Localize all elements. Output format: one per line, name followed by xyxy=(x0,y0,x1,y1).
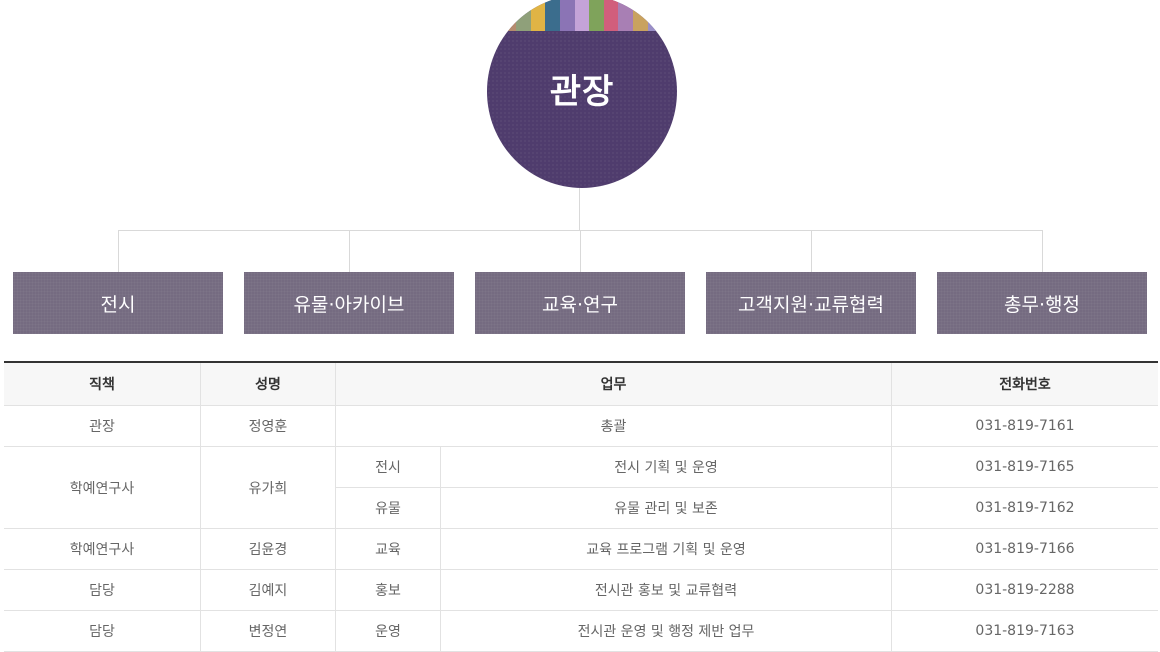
cell-area: 운영 xyxy=(335,610,441,652)
stripe-segment xyxy=(487,0,502,31)
header-tel: 전화번호 xyxy=(891,362,1158,406)
table-row: 관장 정영훈 총괄 031-819-7161 xyxy=(4,405,1158,447)
cell-role: 담당 xyxy=(4,569,201,611)
cell-area: 홍보 xyxy=(335,569,441,611)
header-role: 직책 xyxy=(4,362,201,406)
cell-duty: 전시관 홍보 및 교류협력 xyxy=(440,569,892,611)
dept-customer-exchange: 고객지원·교류협력 xyxy=(706,272,916,334)
header-duty: 업무 xyxy=(335,362,892,406)
cell-name: 김예지 xyxy=(200,569,336,611)
cell-duty: 전시 기획 및 운영 xyxy=(440,446,892,488)
cell-area: 유물 xyxy=(335,487,441,529)
cell-name: 김윤경 xyxy=(200,528,336,570)
stripe-segment xyxy=(618,0,634,31)
cell-duty: 총괄 xyxy=(335,405,892,447)
cell-tel: 031-819-7162 xyxy=(891,487,1158,529)
dept-education-research: 교육·연구 xyxy=(475,272,685,334)
stripe-segment xyxy=(662,0,677,31)
org-chart: 관장 전시 유물·아카이브 교육·연구 고객지원·교류협력 총무·행정 xyxy=(13,0,1147,334)
cell-tel: 031-819-7163 xyxy=(891,610,1158,652)
table-row: 담당 김예지 홍보 전시관 홍보 및 교류협력 031-819-2288 xyxy=(4,569,1158,611)
cell-name: 정영훈 xyxy=(200,405,336,447)
connector-dept-5 xyxy=(1042,230,1043,272)
dept-artifacts-archive: 유물·아카이브 xyxy=(244,272,454,334)
staff-table: 직책 성명 업무 전화번호 관장 정영훈 총괄 031-819-7161 학예연… xyxy=(4,361,1158,652)
stripe-segment xyxy=(501,0,517,31)
dept-exhibition: 전시 xyxy=(13,272,223,334)
cell-duty: 유물 관리 및 보존 xyxy=(440,487,892,529)
director-node: 관장 xyxy=(487,0,677,188)
cell-name: 유가희 xyxy=(200,446,336,529)
header-name: 성명 xyxy=(200,362,336,406)
director-label: 관장 xyxy=(549,72,615,112)
table-header-row: 직책 성명 업무 전화번호 xyxy=(4,362,1158,406)
cell-tel: 031-819-7165 xyxy=(891,446,1158,488)
stripe-segment xyxy=(560,0,575,31)
director-stripes xyxy=(487,0,677,31)
dept-general-affairs: 총무·행정 xyxy=(937,272,1147,334)
cell-role: 학예연구사 xyxy=(4,446,201,529)
cell-name: 변정연 xyxy=(200,610,336,652)
connector-dept-4 xyxy=(811,230,812,272)
cell-tel: 031-819-7161 xyxy=(891,405,1158,447)
cell-duty: 전시관 운영 및 행정 제반 업무 xyxy=(440,610,892,652)
cell-tel: 031-819-7166 xyxy=(891,528,1158,570)
table-row: 학예연구사 유가희 전시 전시 기획 및 운영 031-819-7165 xyxy=(4,446,1158,529)
cell-role: 담당 xyxy=(4,610,201,652)
stripe-segment xyxy=(530,0,546,31)
stripe-segment xyxy=(603,0,619,31)
cell-tel: 031-819-2288 xyxy=(891,569,1158,611)
stripe-segment xyxy=(574,0,590,31)
table-row: 담당 변정연 운영 전시관 운영 및 행정 제반 업무 031-819-7163 xyxy=(4,610,1158,652)
connector-dept-1 xyxy=(118,230,119,272)
cell-area: 전시 xyxy=(335,446,441,488)
cell-role: 관장 xyxy=(4,405,201,447)
connector-dept-2 xyxy=(349,230,350,272)
stripe-segment xyxy=(516,0,531,31)
cell-duty: 교육 프로그램 기획 및 운영 xyxy=(440,528,892,570)
stripe-segment xyxy=(633,0,648,31)
cell-role: 학예연구사 xyxy=(4,528,201,570)
stripe-segment xyxy=(589,0,604,31)
stripe-segment xyxy=(647,0,663,31)
stripe-segment xyxy=(545,0,561,31)
table-row: 학예연구사 김윤경 교육 교육 프로그램 기획 및 운영 031-819-716… xyxy=(4,528,1158,570)
connector-dept-3 xyxy=(580,230,581,272)
cell-area: 교육 xyxy=(335,528,441,570)
connector-vertical-main xyxy=(579,188,580,231)
